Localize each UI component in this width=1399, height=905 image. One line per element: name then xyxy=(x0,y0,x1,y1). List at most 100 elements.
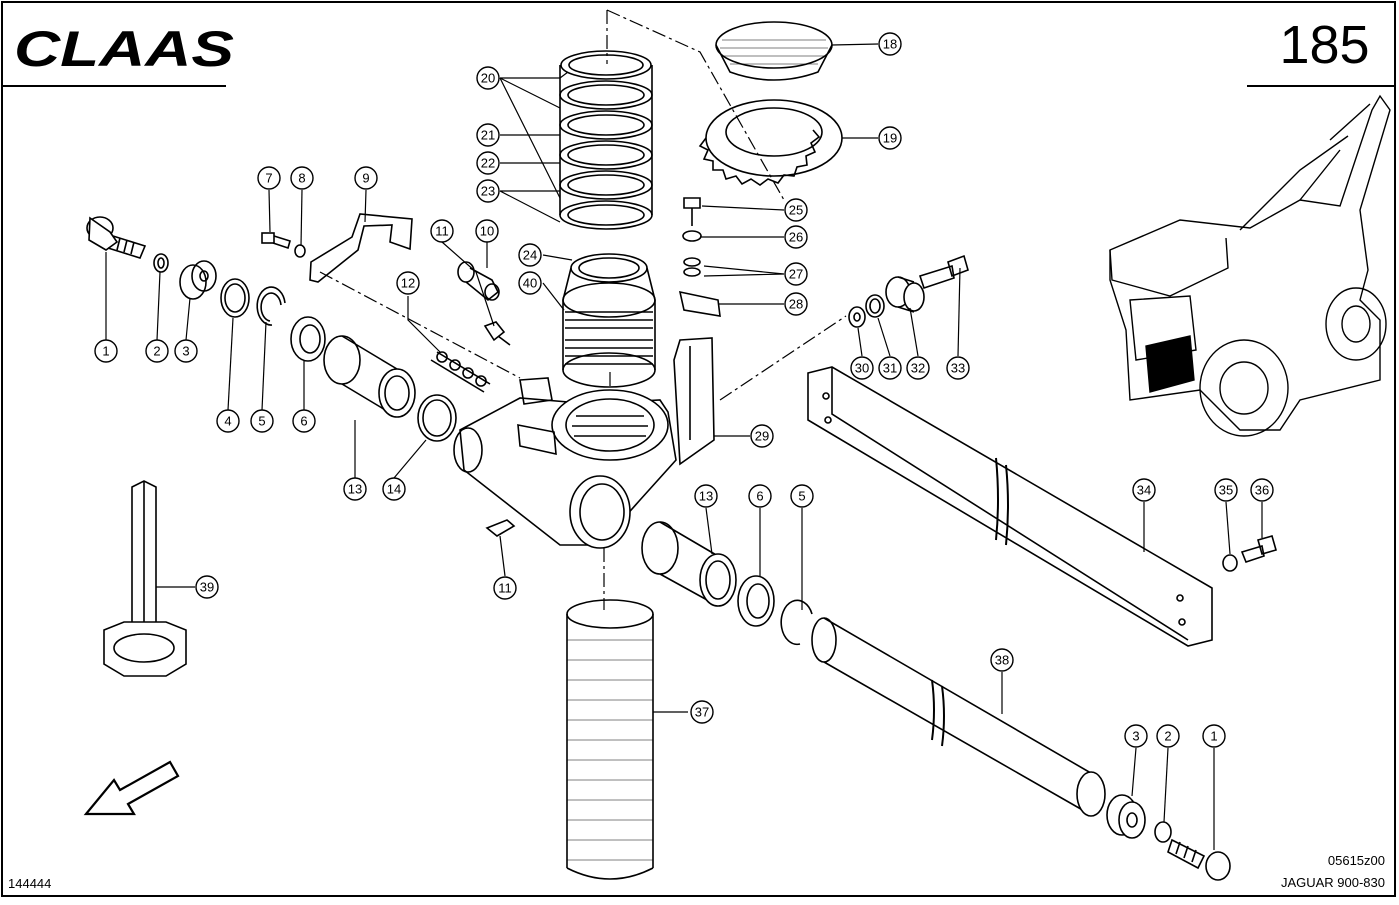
callout-number: 30 xyxy=(855,361,869,376)
callout-number: 20 xyxy=(481,71,495,86)
callout-circle xyxy=(878,32,902,56)
direction-arrow-icon xyxy=(83,760,180,816)
callout-circle xyxy=(790,484,814,508)
callout-9: 9 xyxy=(354,166,378,190)
callout-38: 38 xyxy=(990,648,1014,672)
callout-number: 11 xyxy=(435,224,449,239)
callout-number: 7 xyxy=(265,171,272,186)
part-bushing-left xyxy=(179,260,217,300)
callout-circle xyxy=(1124,724,1148,748)
callout-37: 37 xyxy=(690,700,714,724)
callout-33: 33 xyxy=(946,356,970,380)
part-bolt-right xyxy=(1167,838,1231,881)
callout-24: 24 xyxy=(518,243,542,267)
callout-19: 19 xyxy=(878,126,902,150)
callout-10: 10 xyxy=(475,219,499,243)
part-toothed-ring xyxy=(698,99,843,186)
callout-circle xyxy=(476,66,500,90)
callout-number: 23 xyxy=(481,184,495,199)
callout-number: 26 xyxy=(789,230,803,245)
callout-number: 2 xyxy=(1164,729,1171,744)
part-threaded-sleeve xyxy=(562,253,656,388)
callout-number: 3 xyxy=(182,344,189,359)
callout-circle xyxy=(1214,478,1238,502)
callout-number: 25 xyxy=(789,203,803,218)
callout-number: 9 xyxy=(362,171,369,186)
callout-circle xyxy=(694,484,718,508)
callout-circle xyxy=(430,219,454,243)
part-bushing-32 xyxy=(885,276,925,313)
callout-34: 34 xyxy=(1132,478,1156,502)
part-seal-right xyxy=(737,575,775,627)
callout-circle xyxy=(145,339,169,363)
callout-number: 5 xyxy=(258,414,265,429)
callout-31: 31 xyxy=(878,356,902,380)
callout-number: 10 xyxy=(480,224,494,239)
callout-number: 34 xyxy=(1137,483,1151,498)
callout-number: 6 xyxy=(756,489,763,504)
callout-12: 12 xyxy=(396,271,420,295)
callout-circle xyxy=(784,198,808,222)
callout-circle xyxy=(476,151,500,175)
callout-circle xyxy=(1156,724,1180,748)
callout-number: 32 xyxy=(911,361,925,376)
callout-circle xyxy=(354,166,378,190)
callout-2: 2 xyxy=(145,339,169,363)
part-grease-nipple xyxy=(457,261,500,302)
callout-1: 1 xyxy=(1202,724,1226,748)
callout-32: 32 xyxy=(906,356,930,380)
callout-number: 35 xyxy=(1219,483,1233,498)
callout-number: 1 xyxy=(1210,729,1217,744)
callout-circle xyxy=(878,356,902,380)
callout-23: 23 xyxy=(476,179,500,203)
callout-29: 29 xyxy=(750,424,774,448)
callout-number: 12 xyxy=(401,276,415,291)
part-washer-left xyxy=(153,253,169,273)
part-washer-right xyxy=(1154,821,1172,843)
part-nipple-lower xyxy=(485,519,516,537)
part-spring xyxy=(559,50,653,230)
callout-number: 21 xyxy=(481,128,495,143)
part-seal-left xyxy=(290,316,326,362)
callout-number: 13 xyxy=(348,482,362,497)
page-number: 185 xyxy=(1279,15,1370,75)
callout-number: 13 xyxy=(699,489,713,504)
part-cap xyxy=(715,21,833,81)
callout-28: 28 xyxy=(784,292,808,316)
callout-circle xyxy=(476,123,500,147)
callout-number: 31 xyxy=(883,361,897,376)
callout-number: 37 xyxy=(695,705,709,720)
callout-7: 7 xyxy=(257,166,281,190)
claas-logo: CLAAS xyxy=(14,21,234,77)
callout-circle xyxy=(94,339,118,363)
part-bolt-left xyxy=(86,216,147,259)
callout-circle xyxy=(195,575,219,599)
part-washer-35 xyxy=(1222,554,1238,572)
callout-number: 6 xyxy=(300,414,307,429)
callout-circle xyxy=(690,700,714,724)
callout-circle xyxy=(784,262,808,286)
machine-thumbnail xyxy=(1109,94,1391,437)
callout-30: 30 xyxy=(850,356,874,380)
callout-circle xyxy=(878,126,902,150)
part-circlip-left xyxy=(256,286,286,326)
callout-circle xyxy=(292,409,316,433)
callout-5: 5 xyxy=(790,484,814,508)
callout-number: 27 xyxy=(789,267,803,282)
part-screw-small xyxy=(261,232,291,250)
callout-number: 29 xyxy=(755,429,769,444)
callout-circle xyxy=(493,576,517,600)
callout-20: 20 xyxy=(476,66,500,90)
callout-number: 39 xyxy=(200,580,214,595)
part-washer-small xyxy=(294,244,306,258)
part-bushing-right xyxy=(1106,794,1146,839)
callout-circle xyxy=(396,271,420,295)
callout-circle xyxy=(990,648,1014,672)
callout-circle xyxy=(1250,478,1274,502)
callout-circle xyxy=(174,339,198,363)
part-washer-30 xyxy=(848,306,866,328)
logo-text: CLAAS xyxy=(14,21,234,77)
